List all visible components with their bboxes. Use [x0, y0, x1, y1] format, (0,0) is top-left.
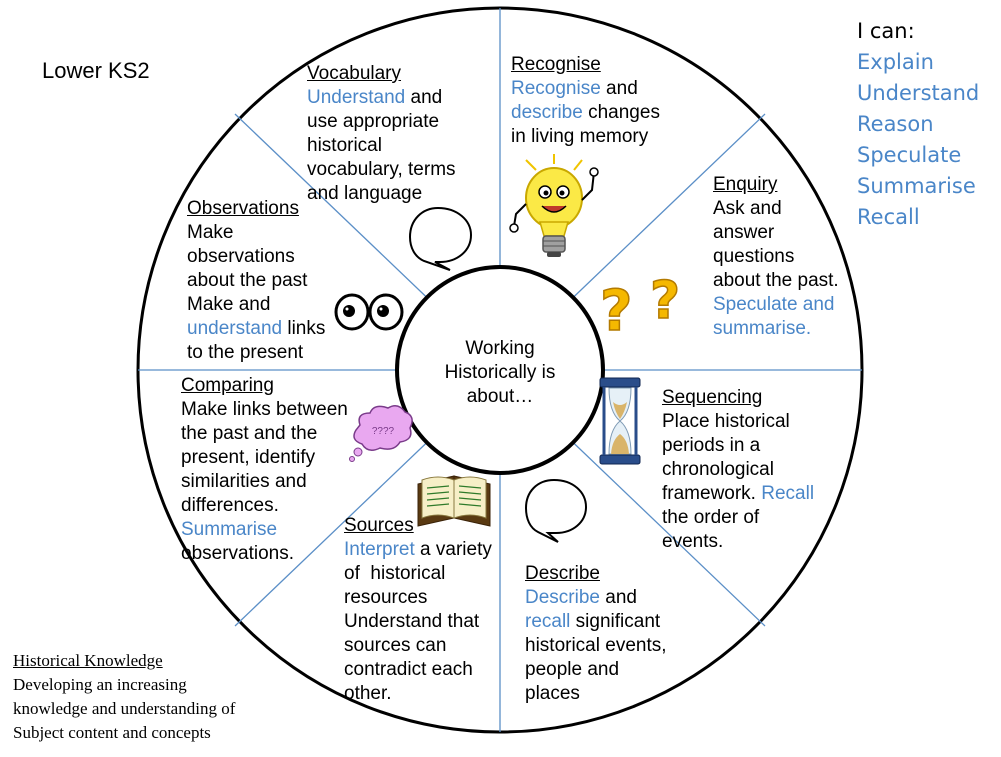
center-circle [395, 265, 605, 475]
i-can-item: Explain [857, 50, 934, 74]
segment-heading: Describe [525, 563, 600, 584]
hourglass-icon [599, 377, 641, 465]
segment-recognise: Recognise Recognise and describe changes… [511, 54, 660, 147]
segment-enquiry: Enquiry Ask and answer questions about t… [713, 174, 839, 339]
center-label: Working Historically is about… [444, 338, 556, 407]
segment-vocabulary: Vocabulary Understand and use appropriat… [307, 63, 456, 204]
segment-heading: Sequencing [662, 387, 763, 408]
segment-heading: Sources [344, 515, 414, 536]
eyes-icon [334, 293, 404, 331]
thought-bubble-icon: ???? [349, 405, 413, 462]
historical-knowledge-heading: Historical Knowledge [13, 651, 163, 670]
page-title: Lower KS2 [42, 58, 150, 83]
speech-bubble-icon [524, 478, 588, 543]
open-book-icon [417, 475, 491, 527]
spoke-bottom-right [558, 428, 766, 627]
speech-bubble-icon [408, 206, 473, 271]
segment-comparing: Comparing Make links between the past an… [181, 375, 348, 564]
svg-text:?: ? [600, 279, 632, 344]
segment-heading: Recognise [511, 54, 601, 75]
svg-text:?: ? [650, 271, 680, 331]
historical-knowledge-note: Historical Knowledge Developing an incre… [13, 651, 236, 742]
segment-heading: Enquiry [713, 174, 778, 195]
i-can-heading: I can: [857, 19, 915, 43]
segment-sequencing: Sequencing Place historical periods in a… [662, 387, 815, 552]
i-can-item: Understand [857, 81, 980, 105]
spoke-top-left [234, 113, 442, 312]
thought-bubble-text: ???? [372, 426, 395, 437]
segment-describe: Describe Describe and recall significant… [525, 563, 667, 704]
i-can-item: Recall [857, 205, 920, 229]
segment-heading: Vocabulary [307, 63, 402, 84]
segment-observations: Observations Make observations about the… [187, 198, 326, 363]
segment-sources: Sources Interpret a variety of historica… [344, 515, 492, 704]
spokes [138, 8, 862, 732]
segment-heading: Observations [187, 198, 299, 219]
lightbulb-character-icon [509, 154, 599, 257]
question-marks-icon: ? ? [599, 270, 681, 345]
i-can-item: Summarise [857, 174, 976, 198]
i-can-item: Reason [857, 112, 934, 136]
spoke-top-right [558, 113, 766, 312]
i-can-panel: I can: Explain Understand Reason Specula… [857, 16, 979, 233]
spoke-bottom-left [234, 428, 442, 627]
i-can-item: Speculate [857, 143, 962, 167]
segment-heading: Comparing [181, 375, 274, 396]
